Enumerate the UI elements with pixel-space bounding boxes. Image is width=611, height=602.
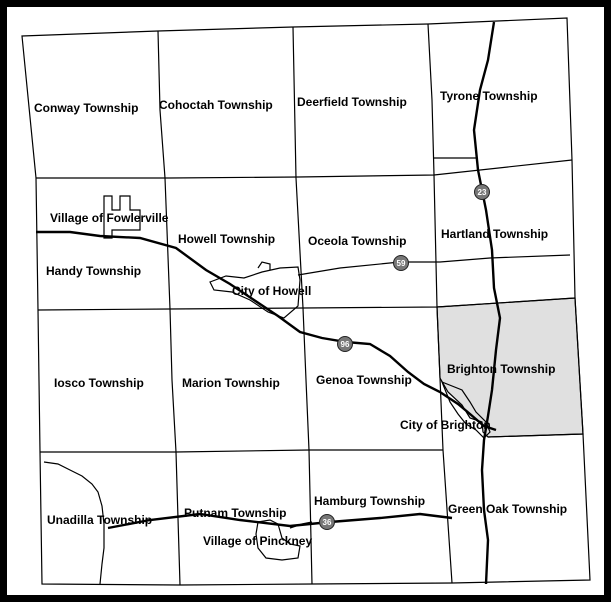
label-hamburg-township: Hamburg Township bbox=[314, 494, 426, 508]
label-oceola-township: Oceola Township bbox=[308, 234, 407, 248]
label-cohoctah-township: Cohoctah Township bbox=[159, 98, 273, 112]
label-green-oak-township: Green Oak Township bbox=[448, 502, 568, 516]
label-iosco-township: Iosco Township bbox=[54, 376, 144, 390]
label-city-of-howell: City of Howell bbox=[232, 284, 312, 298]
label-brighton-township: Brighton Township bbox=[447, 362, 556, 376]
label-putnam-township: Putnam Township bbox=[184, 506, 287, 520]
label-tyrone-township: Tyrone Township bbox=[440, 89, 538, 103]
label-hartland-township: Hartland Township bbox=[441, 227, 549, 241]
label-howell-township: Howell Township bbox=[178, 232, 276, 246]
m36-shield-icon: 36 bbox=[319, 514, 335, 530]
i96-shield-icon: 96 bbox=[337, 336, 353, 352]
label-deerfield-township: Deerfield Township bbox=[297, 95, 407, 109]
label-city-of-brighton: City of Brighton bbox=[400, 418, 491, 432]
label-unadilla-township: Unadilla Township bbox=[47, 513, 153, 527]
label-handy-township: Handy Township bbox=[46, 264, 142, 278]
i23-shield-icon: 23 bbox=[474, 184, 490, 200]
label-village-of-fowlerville: Village of Fowlerville bbox=[50, 211, 169, 225]
label-genoa-township: Genoa Township bbox=[316, 373, 412, 387]
township-boundaries bbox=[21, 17, 591, 586]
m59-shield-icon: 59 bbox=[393, 255, 409, 271]
highway-lines bbox=[36, 21, 502, 585]
label-village-of-pinckney: Village of Pinckney bbox=[203, 534, 313, 548]
label-marion-township: Marion Township bbox=[182, 376, 280, 390]
label-conway-township: Conway Township bbox=[34, 101, 139, 115]
